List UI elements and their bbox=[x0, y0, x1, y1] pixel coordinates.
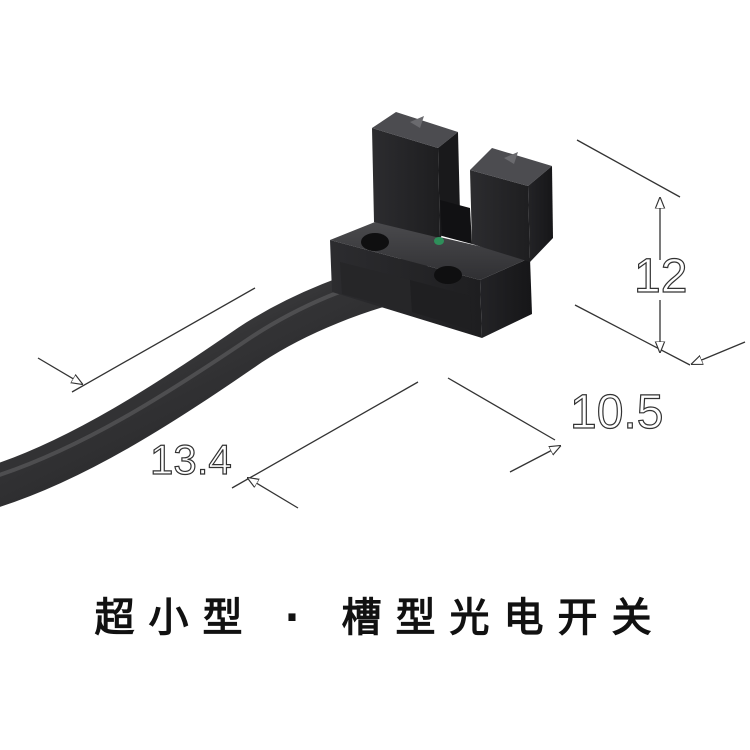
product-caption: 超小型 · 槽型光电开关 bbox=[94, 595, 666, 641]
sensor-led bbox=[434, 237, 444, 245]
dimension-label-depth: 10.5 bbox=[570, 386, 663, 439]
mount-hole-right bbox=[434, 266, 462, 284]
mount-hole-left bbox=[361, 233, 389, 251]
dimension-label-width: 13.4 bbox=[150, 436, 232, 483]
dimension-label-height: 12 bbox=[634, 250, 687, 303]
dimension-lines bbox=[37, 139, 746, 509]
slot-sensor-body bbox=[330, 112, 553, 338]
